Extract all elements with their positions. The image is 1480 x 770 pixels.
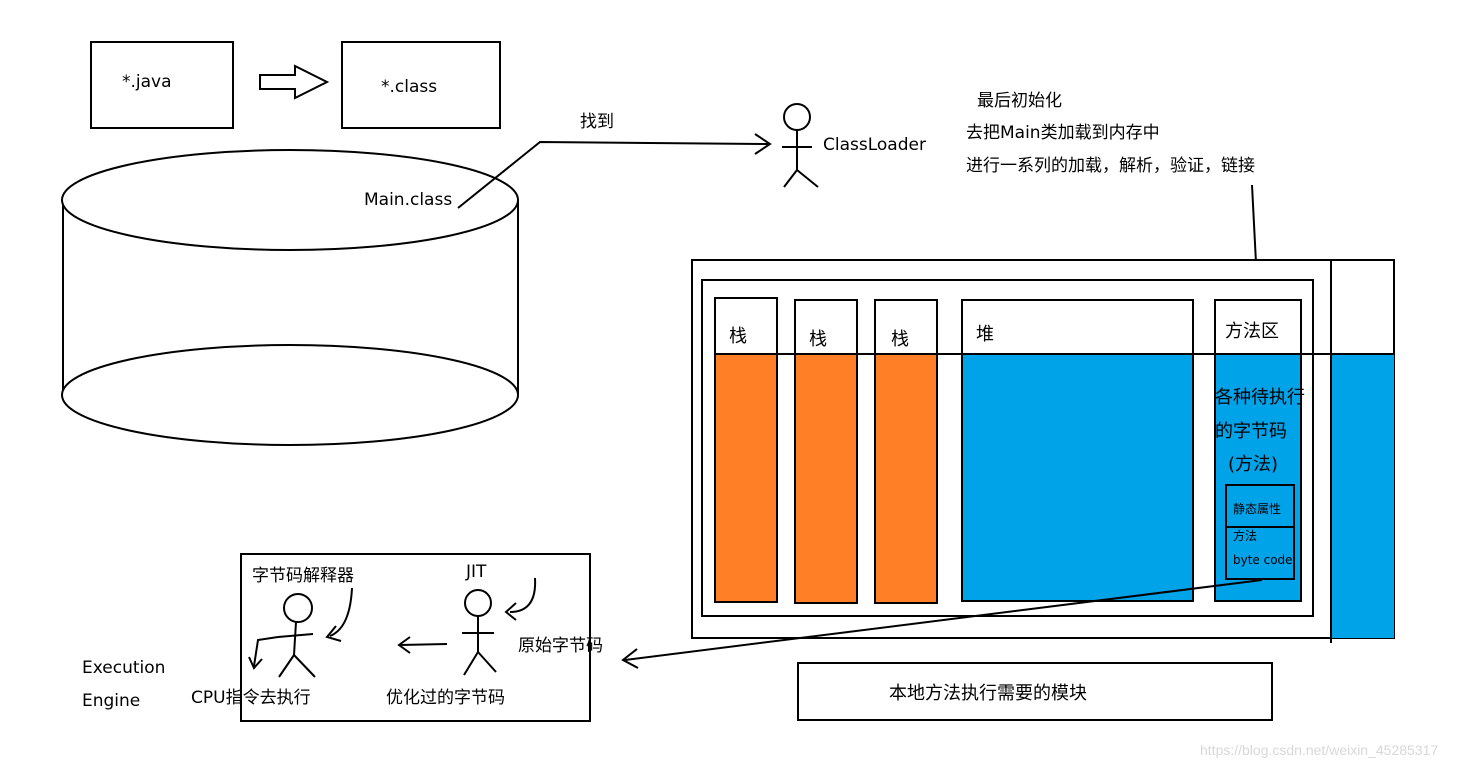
engine-title-line-1: Execution (82, 658, 166, 678)
loading-note-2: 去把Main类加载到内存中 (966, 123, 1160, 143)
loading-note-1: 最后初始化 (977, 91, 1062, 111)
main-class-label: Main.class (364, 190, 453, 210)
java-file-label: *.java (122, 72, 172, 92)
stack-label-2: 栈 (809, 329, 827, 350)
heap-label: 堆 (976, 324, 994, 345)
find-label: 找到 (580, 112, 614, 132)
jit-label: JIT (466, 562, 487, 582)
disk-cylinder (61, 149, 519, 446)
method-content-line-1: 各种待执行 (1215, 387, 1305, 408)
stack-fill-2 (796, 354, 856, 602)
stack-label-3: 栈 (891, 329, 909, 350)
native-module-box (797, 662, 1273, 721)
classloader-figure (782, 103, 819, 188)
static-fields-label: 静态属性 (1233, 502, 1282, 516)
interpreter-label: 字节码解释器 (252, 566, 354, 586)
engine-title-line-2: Engine (82, 691, 141, 711)
find-arrow (457, 133, 772, 209)
stack-fill-3 (876, 354, 936, 602)
java-file-box (90, 41, 234, 129)
cpu-exec-label: CPU指令去执行 (191, 688, 311, 708)
raw-bytecode-label: 原始字节码 (518, 636, 603, 656)
class-info-box (1225, 484, 1295, 580)
stack-label-1: 栈 (729, 326, 747, 347)
class-file-box (341, 41, 501, 129)
heap-fill (963, 354, 1192, 600)
bytecode-label: byte code (1233, 553, 1293, 567)
method-content-line-3: (方法) (1228, 454, 1279, 475)
classloader-label: ClassLoader (823, 135, 926, 155)
optimized-bytecode-label: 优化过的字节码 (386, 688, 505, 708)
bytecode-to-engine-arrow (621, 579, 1263, 669)
method-content-line-2: 的字节码 (1215, 421, 1287, 442)
stack-fill-1 (716, 354, 776, 601)
compile-arrow (259, 64, 330, 100)
watermark: https://blog.csdn.net/weixin_45285317 (1200, 742, 1439, 758)
method-area-label: 方法区 (1225, 321, 1279, 342)
execution-engine-box (240, 553, 591, 722)
native-stack-fill (1332, 354, 1394, 638)
class-file-label: *.class (381, 77, 438, 97)
method-area-fill (1216, 354, 1300, 600)
loading-note-3: 进行一系列的加载，解析，验证，链接 (966, 156, 1255, 176)
interpreter-figure (248, 587, 353, 678)
methods-label: 方法 (1233, 529, 1258, 543)
native-module-label: 本地方法执行需要的模块 (889, 683, 1087, 704)
runtime-inner-frame (701, 279, 1314, 617)
jit-figure (397, 577, 537, 676)
